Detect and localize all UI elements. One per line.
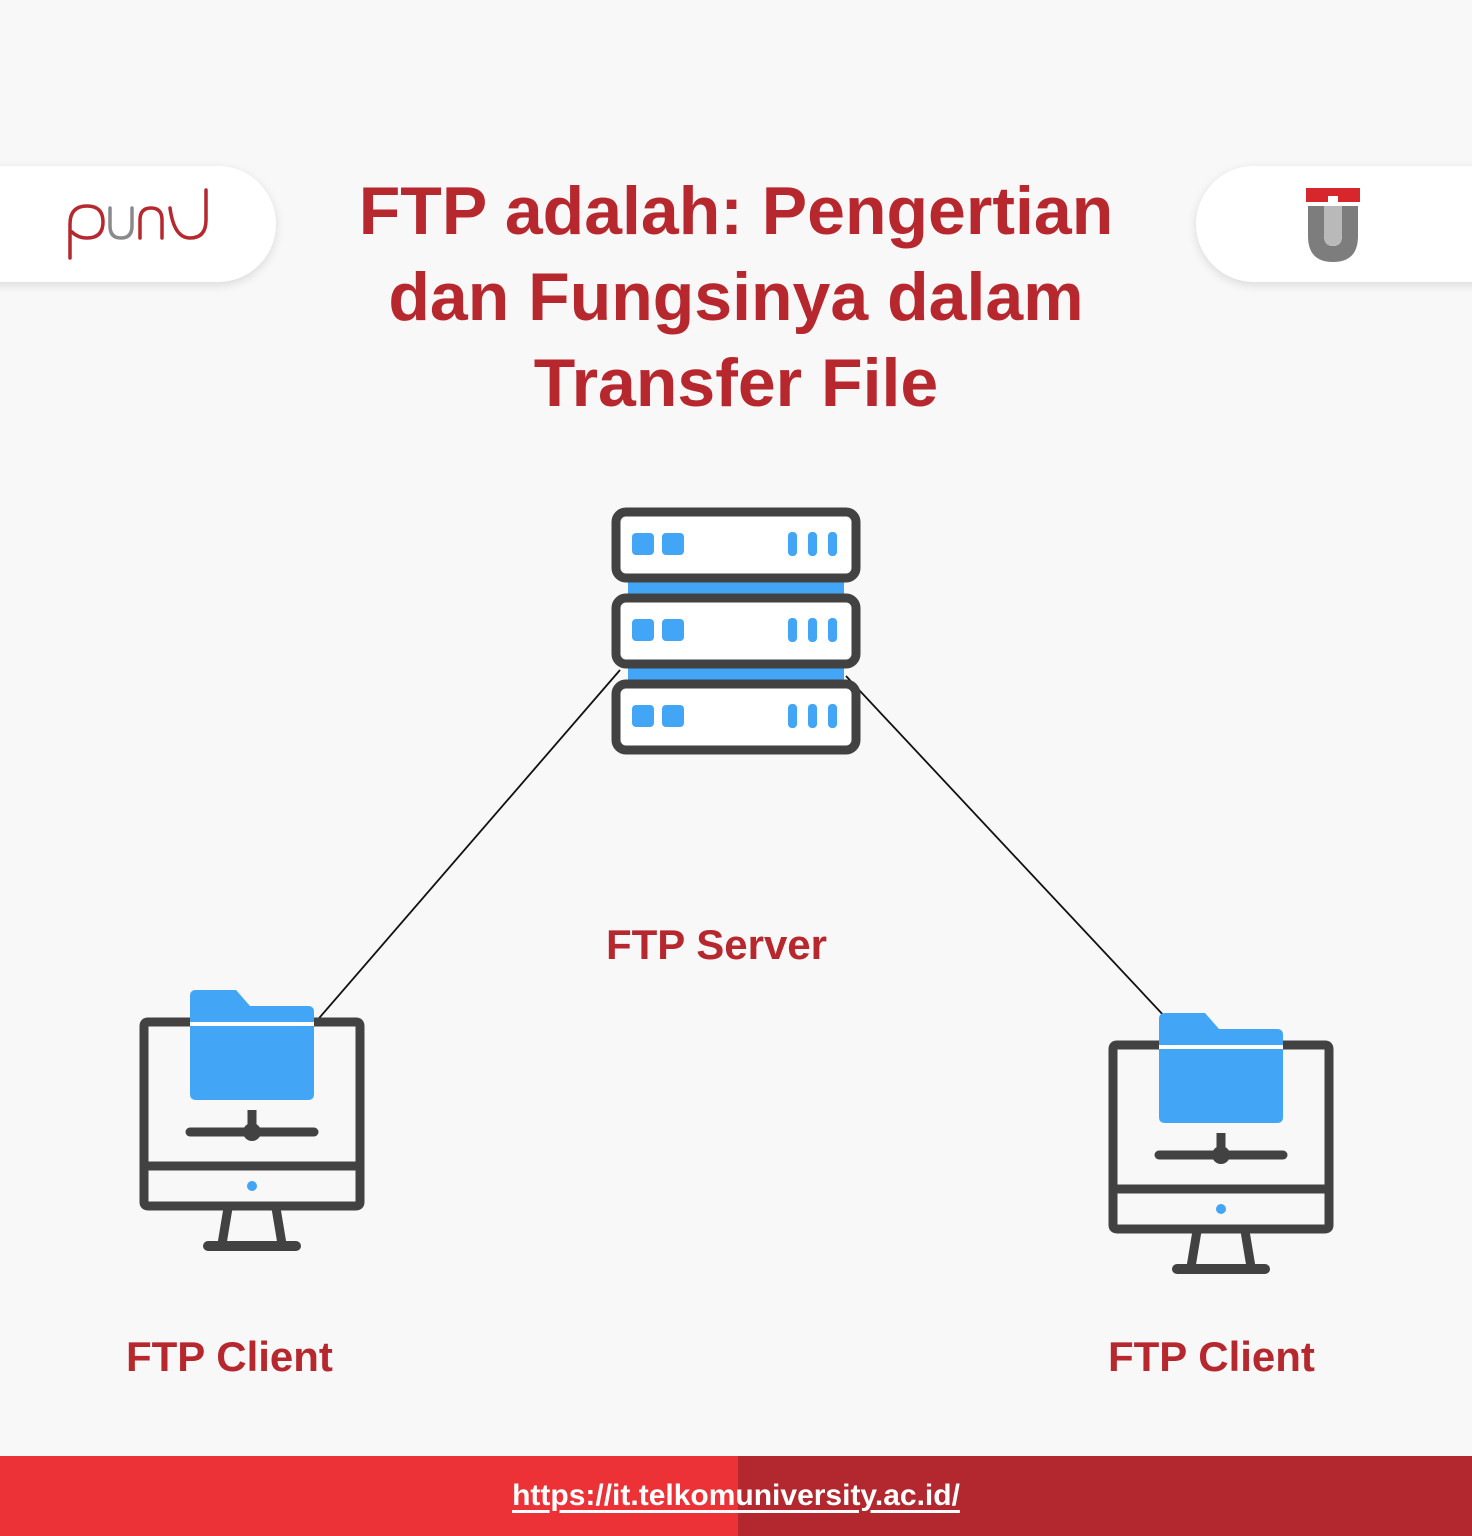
title-line: FTP adalah: Pengertian [358, 173, 1114, 249]
title-line: dan Fungsinya dalam [388, 259, 1084, 335]
footer-url-link[interactable]: https://it.telkomuniversity.ac.id/ [512, 1479, 960, 1512]
computer-folder-icon [139, 990, 365, 1251]
client-label: FTP Client [1108, 1333, 1315, 1380]
puni-logo-icon [68, 188, 208, 260]
computer-folder-icon [1108, 1013, 1334, 1274]
left-logo-pill [0, 166, 276, 282]
footer-bar [0, 1456, 1472, 1536]
ftp-diagram [139, 507, 1334, 1274]
page-title: FTP adalah: Pengertian dan Fungsinya dal… [300, 168, 1172, 426]
server-label: FTP Server [606, 921, 828, 968]
title-line: Transfer File [533, 345, 939, 421]
server-icon [611, 507, 861, 755]
connection-line-client-2 [845, 675, 1167, 1019]
connection-line-client-1 [313, 669, 621, 1025]
client-label: FTP Client [126, 1333, 333, 1380]
telkom-university-logo-icon [1306, 188, 1360, 262]
